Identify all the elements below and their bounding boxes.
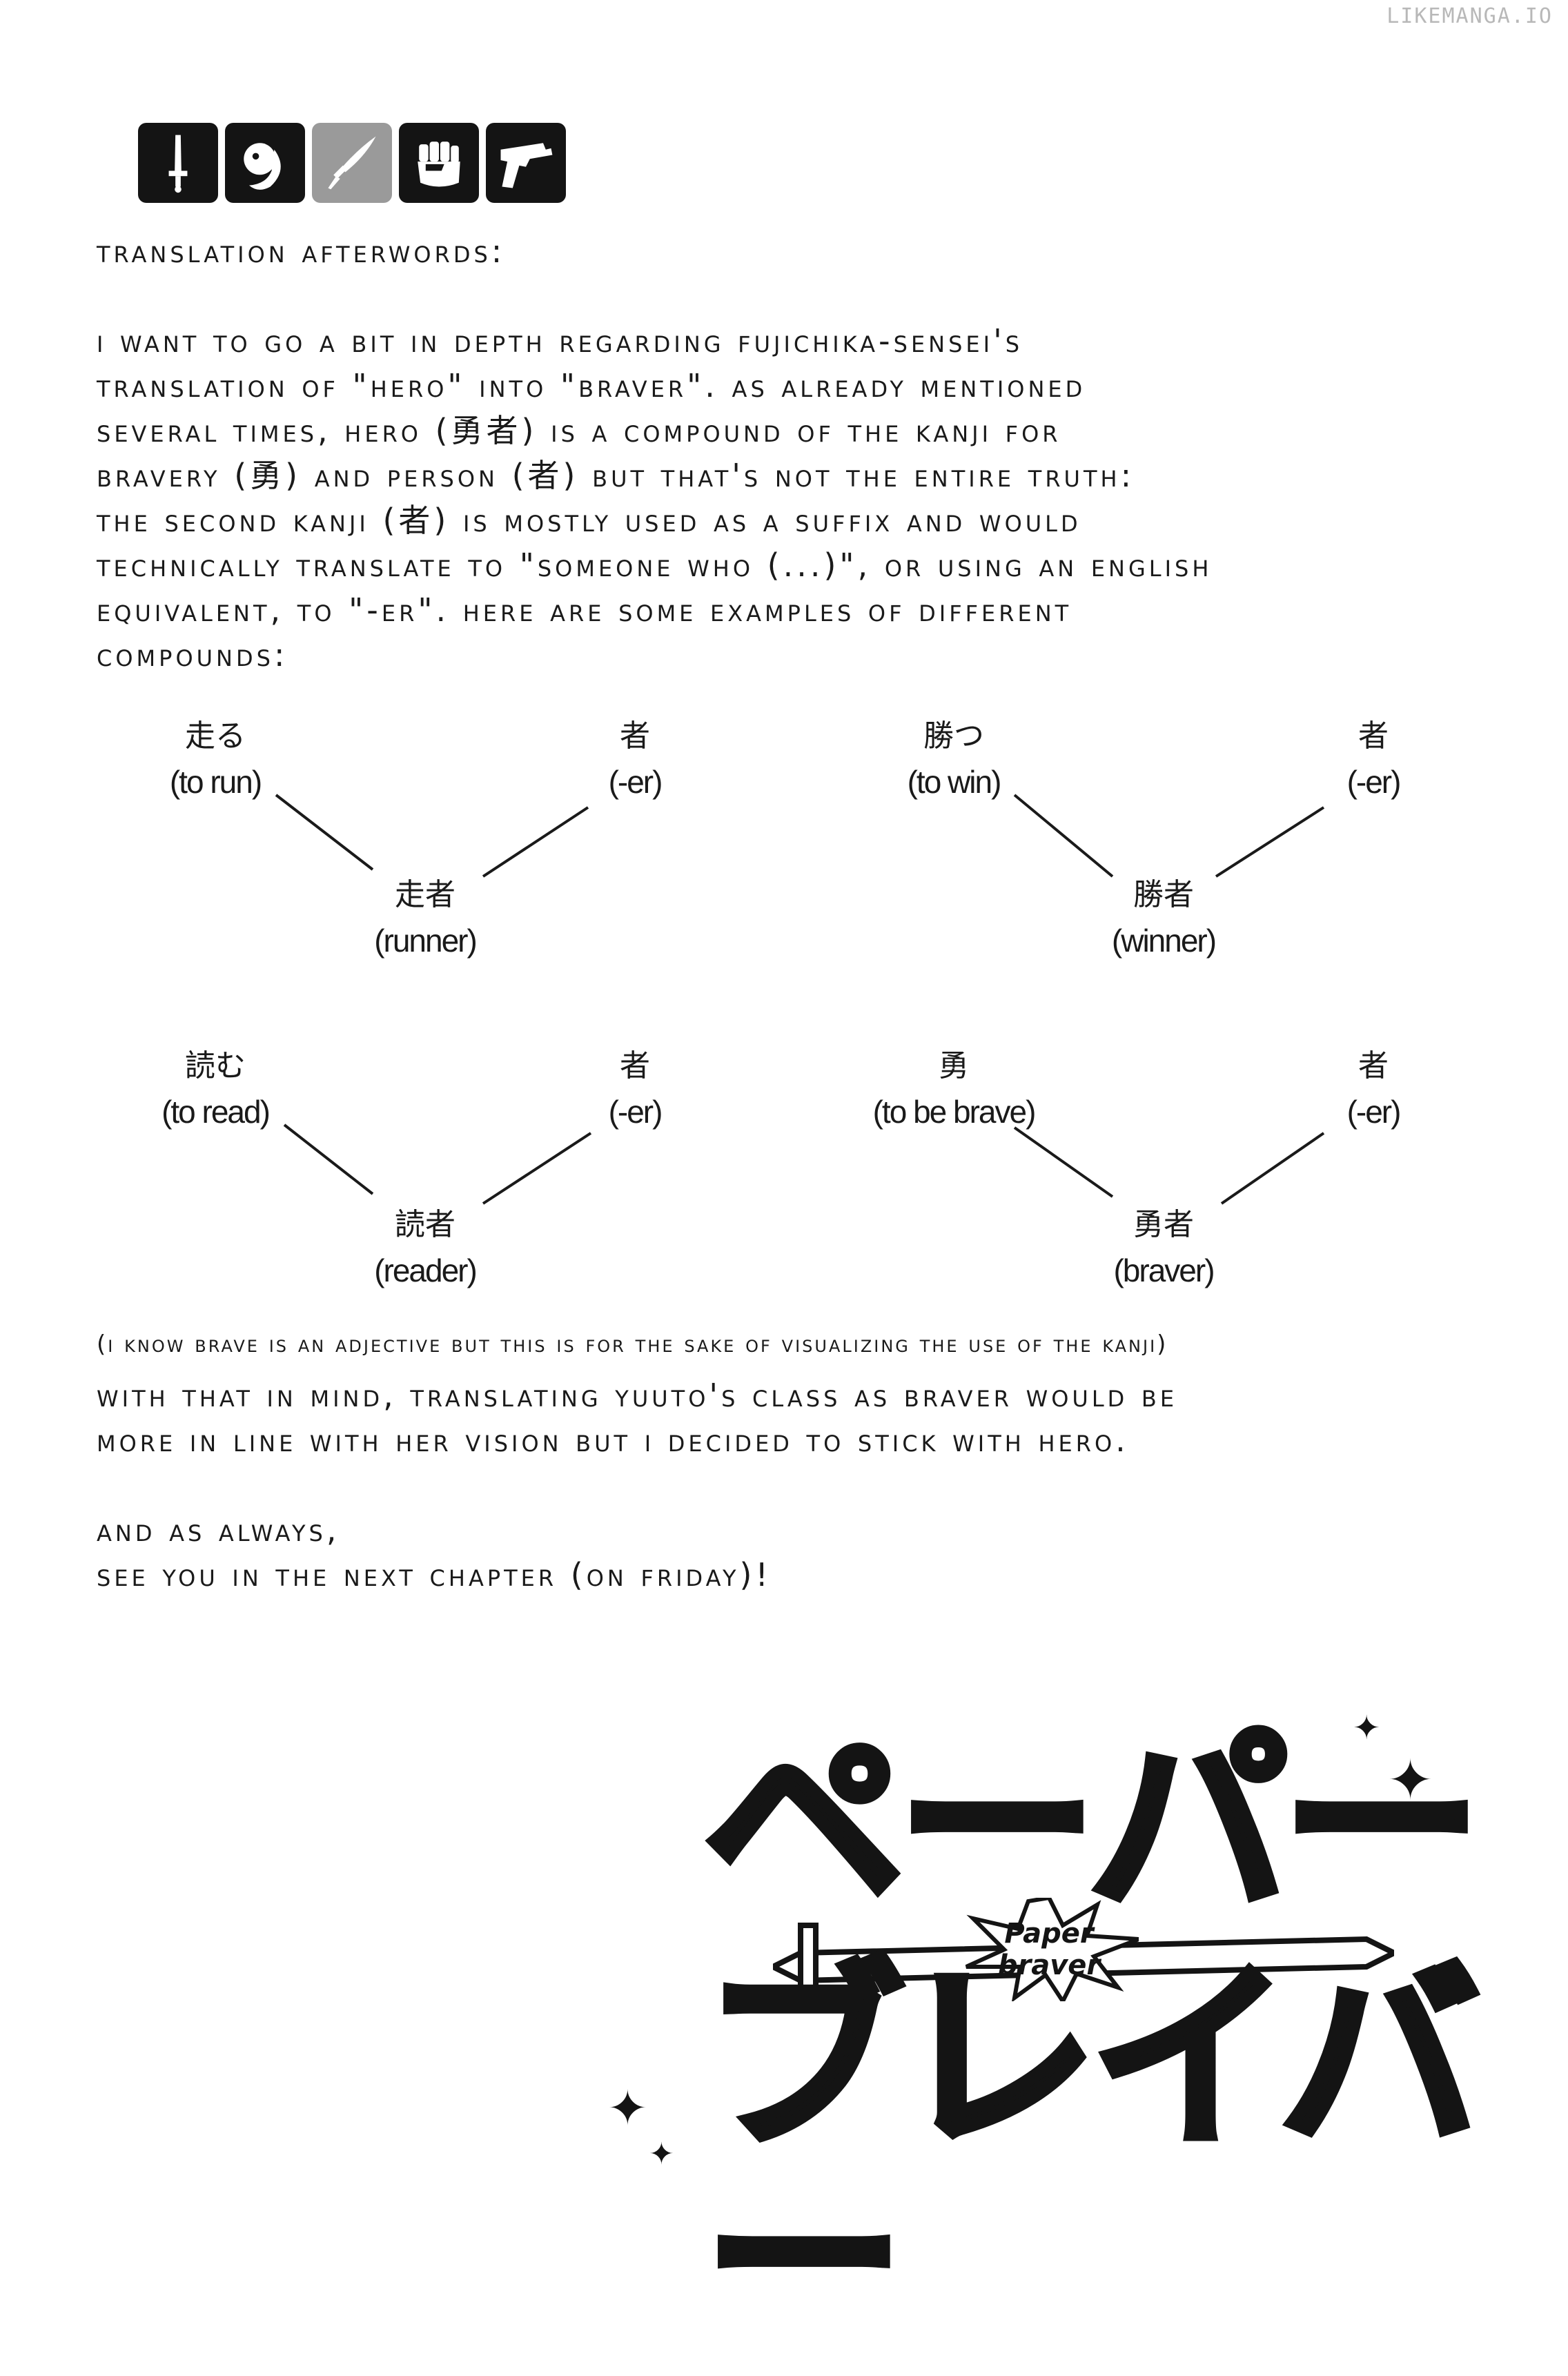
site-watermark: LIKEMANGA.IO: [1386, 4, 1553, 28]
paragraph-line: see you in the next chapter (on Friday)!: [97, 1556, 772, 1593]
fist-icon: [399, 123, 479, 203]
sparkle-icon: ✦: [649, 2137, 674, 2172]
meaning-label: (winner): [1111, 923, 1217, 959]
connector-line: [482, 806, 589, 878]
kanji-label: 勇: [938, 1049, 969, 1083]
paragraph-line: several times, Hero (勇者) is a compound o…: [97, 412, 1061, 449]
compound-right-term: 者 (-er): [608, 714, 663, 805]
paper-braver-logo: ✦ ✦ ✦ ✦ ペーパー Paper braver ブレイバー: [607, 1698, 1491, 2364]
meaning-label: (reader): [374, 1253, 478, 1288]
sword-icon: [138, 123, 218, 203]
connector-line: [1013, 1126, 1114, 1198]
gun-icon: [486, 123, 566, 203]
adjective-note: (I know brave is an adjective but this i…: [97, 1331, 1168, 1358]
compound-diagram: 走る(to run) 者(-er) 走者(runner) 勝つ(to win) …: [0, 704, 1568, 1311]
weapon-icon-strip: [138, 123, 566, 203]
compound-result: 勇者 (braver): [1113, 1202, 1215, 1293]
paragraph-line: the second kanji (者) is mostly used as a…: [97, 502, 1081, 539]
spirit-orb-icon: [225, 123, 305, 203]
meaning-label: (to win): [907, 764, 1002, 800]
compound-left-term: 勇 (to be brave): [872, 1043, 1037, 1135]
compound-left-term: 読む (to read): [161, 1043, 271, 1135]
kanji-label: 読む: [184, 1049, 246, 1083]
meaning-label: (to run): [169, 764, 262, 800]
dagger-icon: [312, 123, 392, 203]
meaning-label: (-er): [608, 764, 663, 800]
compound-right-term: 者 (-er): [608, 1043, 663, 1135]
meaning-label: (runner): [374, 923, 478, 959]
sparkle-icon: ✦: [1353, 1709, 1381, 1747]
sparkle-icon: ✦: [1387, 1748, 1434, 1812]
paragraph-line: technically translate to "someone who (.…: [97, 547, 1213, 584]
paragraph-line: more in line with her vision but I decid…: [97, 1422, 1129, 1459]
compound-result: 勝者 (winner): [1111, 872, 1217, 963]
compound-left-term: 走る (to run): [169, 714, 262, 805]
kanji-label: 勇者: [1133, 1208, 1194, 1241]
paragraph-line: equivalent, to "-er". Here are some exam…: [97, 591, 1072, 629]
meaning-label: (-er): [608, 1094, 663, 1130]
connector-line: [275, 794, 374, 871]
connector-line: [1220, 1132, 1325, 1205]
compound-left-term: 勝つ (to win): [907, 714, 1002, 805]
meaning-label: (to be brave): [872, 1094, 1037, 1130]
paragraph-line: And as always,: [97, 1511, 340, 1549]
kanji-label: 走者: [394, 878, 455, 912]
badge-line-2: braver: [997, 1950, 1101, 1981]
kanji-label: 者: [619, 1049, 650, 1083]
paragraph-line: compounds:: [97, 636, 288, 674]
explanation-paragraph: I want to go a bit in depth regarding Fu…: [97, 319, 1491, 678]
paragraph-line: translation of "Hero" into "Braver". As …: [97, 367, 1086, 404]
kanji-label: 者: [1358, 1049, 1389, 1083]
connector-lines: [275, 794, 1325, 1205]
meaning-label: (braver): [1113, 1253, 1215, 1288]
meaning-label: (-er): [1346, 764, 1402, 800]
kanji-label: 勝者: [1133, 878, 1194, 912]
paragraph-line: With that in mind, translating Yuuto's c…: [97, 1377, 1178, 1414]
badge-line-1: Paper: [1004, 1918, 1094, 1950]
kanji-label: 走る: [184, 719, 246, 753]
paragraph-line: bravery (勇) and person (者) but that's no…: [97, 457, 1135, 494]
connector-line: [482, 1132, 592, 1205]
connector-line: [1013, 794, 1114, 878]
conclusion-paragraph: With that in mind, translating Yuuto's c…: [97, 1373, 1491, 1463]
logo-top-text: ペーパー: [700, 1709, 1485, 1941]
compound-result: 読者 (reader): [374, 1202, 478, 1293]
connector-line: [1215, 806, 1325, 878]
meaning-label: (to read): [161, 1094, 271, 1130]
logo-badge: Paper braver: [959, 1898, 1139, 2001]
afterwords-heading: Translation Afterwords:: [97, 229, 1491, 274]
closing-paragraph: And as always, see you in the next chapt…: [97, 1508, 1491, 1598]
logo-bottom-text: ブレイバー: [700, 1943, 1483, 2376]
compound-right-term: 者 (-er): [1346, 1043, 1402, 1135]
kanji-label: 勝つ: [923, 719, 984, 753]
kanji-label: 読者: [394, 1208, 455, 1241]
paragraph-line: I want to go a bit in depth regarding Fu…: [97, 322, 1023, 360]
heading-text: Translation Afterwords:: [97, 233, 506, 270]
compound-result: 走者 (runner): [374, 872, 478, 963]
sparkle-icon: ✦: [607, 2080, 648, 2137]
kanji-label: 者: [619, 719, 650, 753]
compound-right-term: 者 (-er): [1346, 714, 1402, 805]
connector-line: [283, 1123, 374, 1195]
meaning-label: (-er): [1346, 1094, 1402, 1130]
kanji-label: 者: [1358, 719, 1389, 753]
